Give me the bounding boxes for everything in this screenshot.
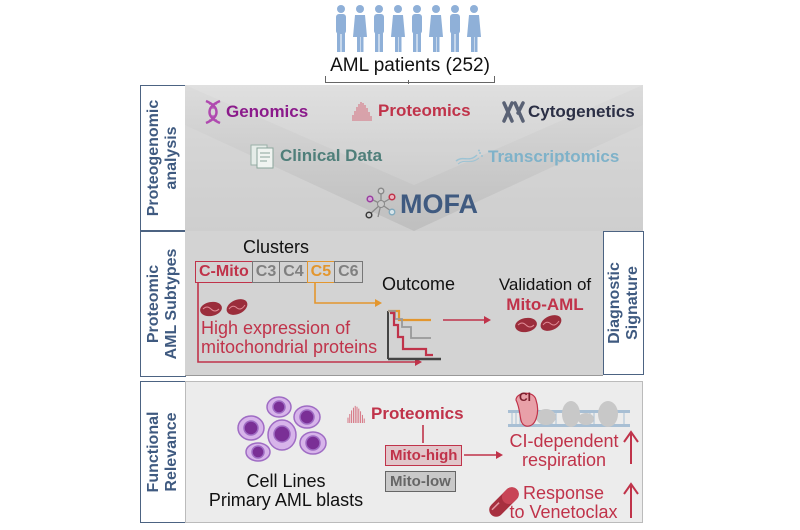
side-label-line: Proteomic [145, 264, 162, 344]
spectrum-icon [352, 102, 372, 121]
dna-icon [205, 99, 221, 125]
functional-panel: Cell Lines Primary AML blasts Proteomics [185, 381, 643, 523]
person-icon [353, 5, 367, 52]
venetoclax-result: Response to Venetoclax [501, 484, 626, 522]
cluster-row: C-Mito C3 C4 C5 C6 [195, 261, 363, 283]
blast-cells-icon [237, 396, 327, 462]
mito-low-box: Mito-low [385, 471, 456, 492]
patients-label: AML patients (252) [330, 55, 490, 76]
side-label-line: Functional [145, 411, 162, 493]
subtypes-panel: Clusters C-Mito C3 C4 C5 C6 [185, 231, 603, 376]
up-arrow-icon [623, 482, 639, 518]
omic-clinical-data: Clinical Data [249, 143, 382, 169]
cells-line: Cell Lines [246, 471, 326, 491]
spectrum-icon [347, 405, 365, 423]
pill-icon [489, 487, 519, 517]
mito-high-box: Mito-high [385, 445, 463, 466]
funnel-shape [185, 85, 643, 231]
proteomics-label: Proteomics [371, 404, 464, 423]
mitochondria-icon [540, 315, 562, 331]
omic-proteomics: Proteomics [351, 101, 471, 121]
side-label-line: Proteogenomic [145, 99, 162, 217]
omic-label: Proteomics [378, 101, 471, 120]
chromosome-icon [502, 101, 525, 123]
mito-connector-line [197, 283, 415, 363]
side-label-functional: Functional Relevance [140, 381, 186, 523]
complex-i-icon [515, 392, 539, 427]
side-label-line: Signature [623, 266, 641, 340]
patients-bracket [325, 76, 495, 83]
rna-icon [455, 149, 483, 165]
validation-label: Validation of Mito-AML [490, 275, 600, 315]
cluster-c3: C3 [251, 261, 281, 283]
mitochondria-icon [200, 301, 222, 317]
omic-label: Transcriptomics [488, 147, 620, 166]
mito-high-arrowhead [496, 451, 503, 459]
person-icon [467, 5, 481, 52]
functional-connectors [422, 392, 630, 459]
cells-line: Primary AML blasts [208, 490, 364, 510]
result-line: CI-dependent [509, 431, 619, 451]
side-label-proteogenomic: Proteogenomic analysis [140, 85, 186, 231]
subtypes-connectors [197, 283, 562, 366]
omic-genomics: Genomics [203, 99, 308, 125]
proteogenomic-panel: Genomics Proteomics Cytogenetics Clinica… [185, 85, 643, 231]
side-label-line: AML Subtypes [163, 248, 180, 360]
side-label-line: analysis [163, 126, 180, 190]
mitochondria-icon [226, 299, 248, 315]
validation-arrowhead [484, 316, 491, 324]
result-line: to Venetoclax [509, 502, 618, 522]
clusters-title: Clusters [243, 237, 310, 257]
diagnostic-signature-label: Diagnostic Signature [603, 231, 644, 375]
mito-description-line: mitochondrial proteins [201, 337, 378, 357]
omic-label: Cytogenetics [528, 102, 635, 121]
mitochondria-icon [515, 317, 537, 333]
respiration-result: CI-dependent respiration [504, 432, 624, 470]
result-line: Response [522, 483, 605, 503]
mofa-integration: MOFA [365, 187, 478, 221]
functional-proteomics: Proteomics [346, 404, 464, 424]
side-label-line: Diagnostic [605, 262, 623, 344]
omic-transcriptomics: Transcriptomics [455, 147, 619, 167]
bracket-tick [408, 80, 409, 84]
c5-arrowhead [375, 299, 382, 307]
c5-connector-line [314, 283, 375, 304]
person-icon [336, 5, 346, 52]
omic-cytogenetics: Cytogenetics [501, 101, 635, 123]
person-icon [391, 5, 405, 52]
omic-label: Genomics [226, 102, 309, 121]
cluster-c6: C6 [334, 261, 363, 283]
person-icon [412, 5, 422, 52]
side-label-subtypes: Proteomic AML Subtypes [140, 231, 186, 377]
result-arrows [489, 430, 639, 518]
omic-label: Clinical Data [280, 146, 383, 165]
person-icon [374, 5, 384, 52]
network-icon [365, 187, 396, 219]
result-line: respiration [521, 450, 607, 470]
survival-curves-icon [387, 309, 441, 361]
clipboard-icon [250, 144, 274, 169]
validation-line: Mito-AML [506, 295, 584, 314]
outcome-label: Outcome [382, 274, 456, 294]
up-arrow-icon [623, 430, 639, 464]
membrane-icon [508, 392, 630, 427]
mofa-label: MOFA [400, 188, 478, 219]
mito-description-line: High expression of [201, 318, 351, 338]
mito-description: High expression of mitochondrial protein… [201, 319, 377, 357]
cells-label: Cell Lines Primary AML blasts [191, 472, 381, 510]
side-label-line: Relevance [163, 412, 180, 492]
patients-icon-group [336, 5, 481, 52]
complex-i-label: CI [519, 390, 531, 404]
person-icon [450, 5, 460, 52]
person-icon [429, 5, 443, 52]
validation-line: Validation of [498, 275, 592, 294]
